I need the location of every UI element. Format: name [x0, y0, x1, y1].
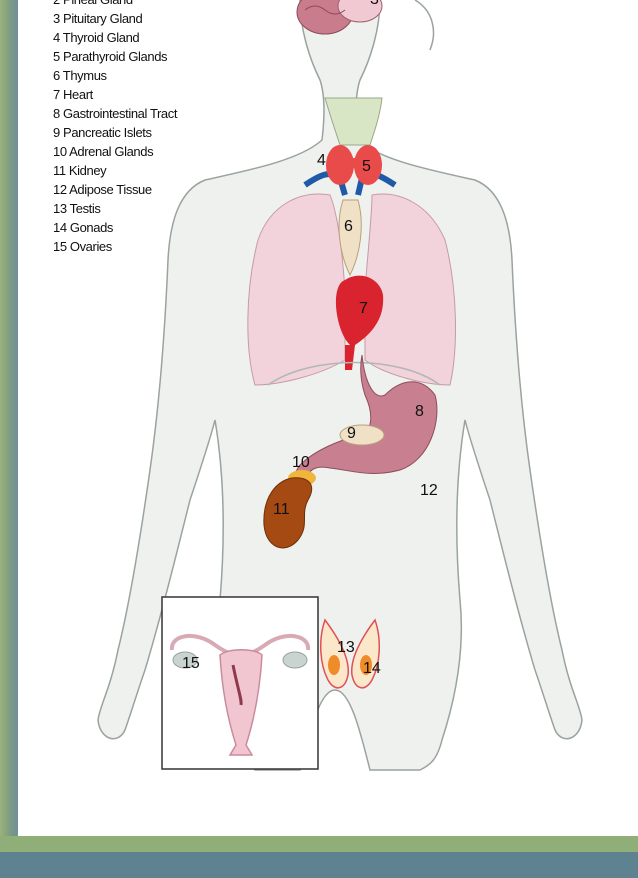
label-5: 5	[362, 158, 371, 175]
label-15: 15	[182, 655, 200, 672]
legend-item: 14 Gonads	[53, 218, 177, 237]
legend-item: 11 Kidney	[53, 161, 177, 180]
legend-item: 4 Thyroid Gland	[53, 28, 177, 47]
legend-list: 2 Pineal Gland 3 Pituitary Gland 4 Thyro…	[53, 0, 177, 256]
label-13: 13	[337, 639, 355, 656]
label-10: 10	[292, 454, 310, 471]
legend-item: 10 Adrenal Glands	[53, 142, 177, 161]
label-8: 8	[415, 403, 424, 420]
label-4: 4	[317, 152, 326, 169]
label-7: 7	[359, 300, 368, 317]
legend-item: 5 Parathyroid Glands	[53, 47, 177, 66]
legend-item: 8 Gastrointestinal Tract	[53, 104, 177, 123]
legend-item: 2 Pineal Gland	[53, 0, 177, 9]
label-3: 3	[370, 0, 379, 8]
legend-item: 12 Adipose Tissue	[53, 180, 177, 199]
label-12: 12	[420, 482, 438, 499]
legend-item: 9 Pancreatic Islets	[53, 123, 177, 142]
label-14: 14	[363, 660, 381, 677]
legend-item: 6 Thymus	[53, 66, 177, 85]
neck-outline	[415, 0, 434, 50]
label-6: 6	[344, 218, 353, 235]
legend-item: 3 Pituitary Gland	[53, 9, 177, 28]
label-11: 11	[273, 501, 290, 518]
legend-item: 15 Ovaries	[53, 237, 177, 256]
legend-item: 13 Testis	[53, 199, 177, 218]
label-9: 9	[347, 425, 356, 442]
legend-item: 7 Heart	[53, 85, 177, 104]
